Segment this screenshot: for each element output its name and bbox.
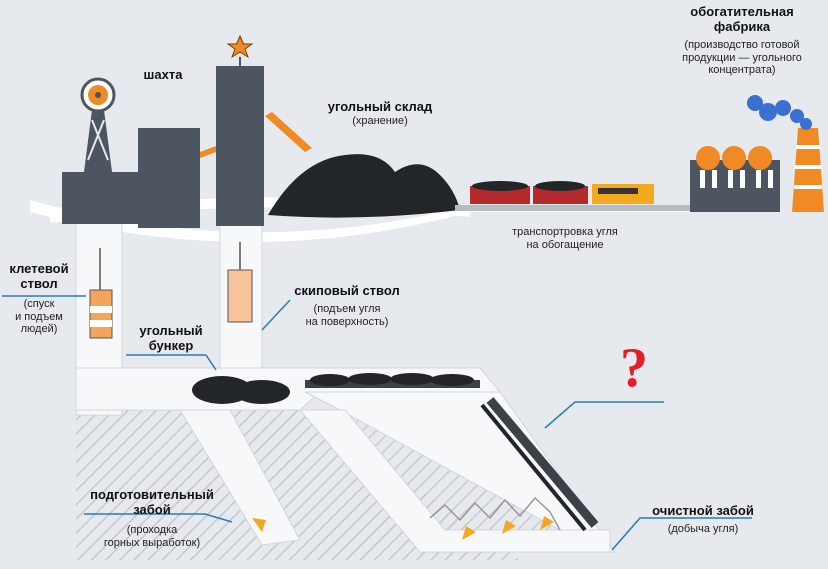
- prep-drift: [179, 409, 301, 546]
- rail-track: [455, 205, 695, 211]
- question-mark-icon: ?: [620, 337, 648, 399]
- stope-label: очистной забой (добыча угля): [640, 503, 766, 536]
- train: [470, 181, 654, 204]
- factory-sub-3: концентрата): [708, 64, 776, 77]
- transport-line-2: на обогащение: [526, 238, 604, 251]
- cage-shaft-sub-2: и подъем: [15, 310, 63, 323]
- smoke-icon: [747, 95, 812, 130]
- prep-face-sub-2: горных выработок): [103, 536, 201, 549]
- headframe: [80, 77, 116, 172]
- cage-shaft-label: клетевой ствол (спуск и подъем людей): [0, 261, 78, 336]
- factory-sub-1: (производство готовой: [684, 38, 800, 51]
- headframe-wheel-icon: [80, 77, 116, 113]
- factory-sub-2: продукции — угольного: [682, 51, 802, 64]
- skip-shaft-sub-2: на поверхность): [305, 315, 389, 328]
- main-conveyor: [305, 373, 480, 388]
- warehouse-sub: (хранение): [352, 114, 408, 127]
- warehouse-coal-icon: [268, 154, 460, 218]
- inclined-conveyor: [480, 397, 599, 532]
- cage: [89, 248, 113, 339]
- stope-drift: [298, 409, 611, 553]
- direction-arrows: [252, 516, 554, 540]
- prep-face-label: подготовительный забой (проходка горных …: [82, 487, 222, 549]
- warehouse-label: угольный склад (хранение): [310, 99, 450, 128]
- transport-line-1: транспортровка угля: [512, 226, 618, 238]
- warehouse-title: угольный склад: [327, 99, 433, 114]
- cage-shaft-title-1: клетевой: [9, 261, 69, 276]
- prep-face-sub-1: (проходка: [126, 523, 178, 536]
- bunker-title-1: угольный: [139, 323, 203, 338]
- skip-shaft-label: скиповый ствол (подъем угля на поверхнос…: [282, 283, 412, 328]
- cage-shaft-title-2: ствол: [20, 275, 58, 291]
- pointer-lines: [2, 295, 752, 551]
- factory-title-2: фабрика: [713, 18, 771, 34]
- factory-title-1: обогатительная: [690, 4, 794, 19]
- factory-label: обогатительная фабрика (производство гот…: [660, 4, 824, 77]
- bunker-title-2: бункер: [148, 337, 194, 353]
- stope-face-edge: [429, 496, 561, 531]
- skip-shaft-title: скиповый ствол: [294, 283, 400, 298]
- mine-label: шахта: [143, 67, 183, 82]
- bunker-label: угольный бункер: [128, 323, 214, 354]
- stope-title: очистной забой: [652, 503, 754, 518]
- mine-buildings: [62, 66, 264, 228]
- factory: [690, 128, 824, 212]
- transport-label: транспортровка угля на обогащение: [490, 226, 640, 251]
- cage-shaft-sub-1: (спуск: [23, 297, 55, 310]
- star-icon: [226, 34, 254, 59]
- belt-between-buildings: [200, 146, 216, 158]
- skip: [227, 242, 253, 323]
- stope-sub: (добыча угля): [667, 522, 739, 535]
- skip-shaft-sub-1: (подъем угля: [313, 302, 381, 315]
- cage-shaft-sub-3: людей): [20, 323, 58, 336]
- prep-face-title-1: подготовительный: [90, 487, 214, 502]
- prep-face-title-2: забой: [133, 501, 171, 517]
- coal-pile-icon: [192, 376, 290, 404]
- belt-to-warehouse: [265, 112, 312, 152]
